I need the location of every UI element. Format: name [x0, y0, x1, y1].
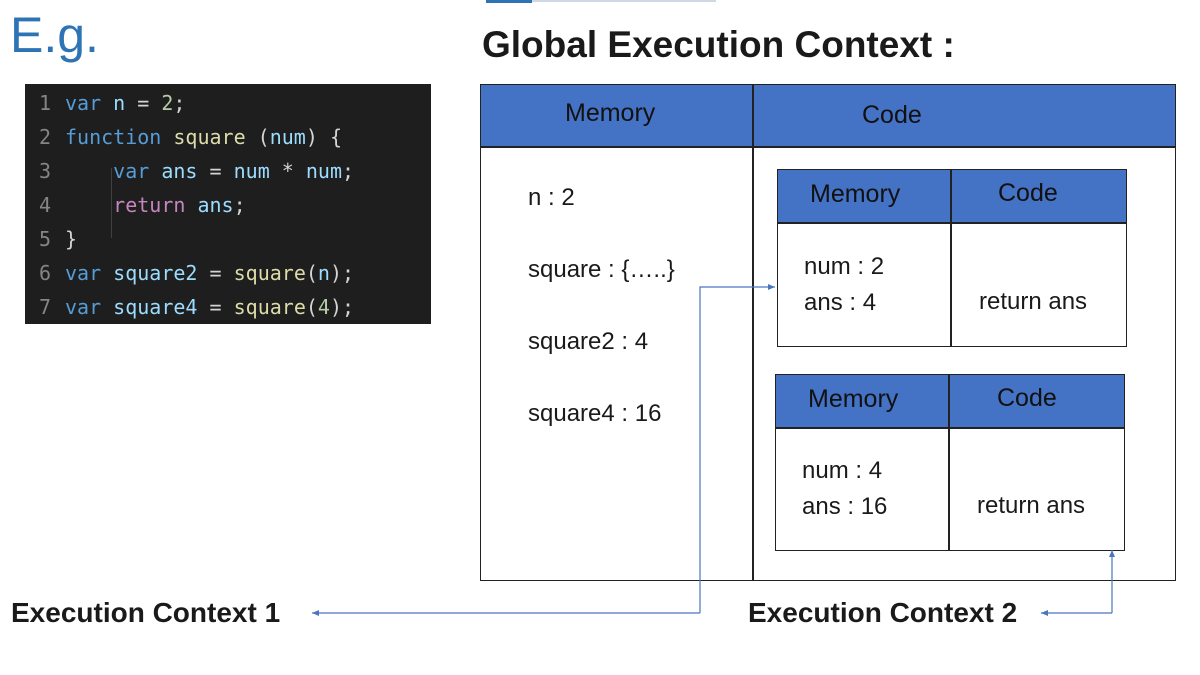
code-line-3: 3 var ans = num * num; — [25, 154, 354, 188]
identifier-token: num — [269, 125, 306, 149]
identifier-token: ans — [161, 159, 198, 183]
line-number: 5 — [38, 227, 52, 251]
line-number: 1 — [38, 91, 52, 115]
diagram-title: Global Execution Context : — [482, 24, 955, 65]
line-number: 3 — [38, 159, 52, 183]
punct-token: ( — [305, 261, 318, 285]
punct-token: ( — [305, 295, 318, 319]
keyword-token: var — [65, 91, 102, 115]
code-line-6: 6 var square2 = square(n); — [25, 256, 354, 290]
punct-token: ) — [329, 295, 342, 319]
context-2-code-text: return ans — [977, 492, 1086, 519]
identifier-token: n — [317, 261, 330, 285]
context-1-memory-item: ans : 4 — [804, 289, 877, 316]
code-line-4: 4 return ans; — [25, 188, 246, 222]
global-memory-item: square2 : 4 — [528, 328, 649, 355]
global-memory-item: n : 2 — [528, 184, 575, 211]
global-memory-item: square4 : 16 — [528, 400, 662, 427]
arrow-to-context-1 — [699, 284, 775, 613]
code-line-1: 1 var n = 2; — [25, 86, 185, 120]
execution-context-1-label: Execution Context 1 — [11, 597, 281, 628]
operator-token: = — [137, 91, 150, 115]
function-name-token: square — [233, 261, 306, 285]
punct-token: { — [329, 125, 342, 149]
punct-token: ) — [305, 125, 318, 149]
punct-token: ; — [342, 295, 355, 319]
context-2-memory-item: num : 4 — [802, 457, 883, 484]
top-decoration-accent — [486, 0, 532, 3]
context-1-header-bar — [778, 170, 1126, 222]
context-1-memory-item: num : 2 — [804, 253, 885, 280]
punct-token: ; — [173, 91, 186, 115]
context-2-code-header: Code — [997, 384, 1057, 412]
context-1-memory-header: Memory — [810, 180, 901, 208]
context-2-header-divider — [775, 427, 1125, 429]
number-token: 2 — [161, 91, 174, 115]
context-2-memory-header: Memory — [808, 385, 899, 413]
context-2-column-divider — [948, 374, 950, 551]
keyword-token: var — [65, 295, 102, 319]
context-1-code-text: return ans — [979, 288, 1088, 315]
operator-token: * — [281, 159, 294, 183]
identifier-token: square2 — [113, 261, 198, 285]
top-decoration-line — [486, 0, 716, 2]
context-1-header-divider — [777, 222, 1127, 224]
global-header-bar — [481, 85, 1175, 147]
keyword-token: var — [113, 159, 150, 183]
context-1-code-header: Code — [998, 179, 1058, 207]
global-memory-header: Memory — [565, 99, 656, 127]
code-line-2: 2 function square (num) { — [25, 120, 342, 154]
identifier-token: ans — [197, 193, 234, 217]
keyword-token: return — [113, 193, 186, 217]
context-2-memory-item: ans : 16 — [802, 493, 888, 520]
identifier-token: num — [233, 159, 270, 183]
line-number: 2 — [38, 125, 52, 149]
line-number: 6 — [38, 261, 52, 285]
code-line-5: 5} — [25, 222, 77, 256]
operator-token: = — [209, 261, 222, 285]
global-code-header: Code — [862, 101, 922, 129]
context-2-header-bar — [776, 375, 1124, 427]
keyword-token: var — [65, 261, 102, 285]
keyword-token: function — [65, 125, 162, 149]
identifier-token: square4 — [113, 295, 198, 319]
punct-token: } — [65, 227, 78, 251]
line-number: 4 — [38, 193, 52, 217]
punct-token: ) — [329, 261, 342, 285]
global-header-divider — [480, 146, 1176, 148]
punct-token: ( — [257, 125, 270, 149]
identifier-token: n — [113, 91, 126, 115]
code-line-7: 7 var square4 = square(4); — [25, 290, 354, 324]
identifier-token: num — [305, 159, 342, 183]
execution-context-2-label: Execution Context 2 — [748, 597, 1018, 628]
number-token: 4 — [317, 295, 330, 319]
global-memory-item: square : {…..} — [528, 256, 675, 283]
punct-token: ; — [342, 159, 355, 183]
indent-guide — [111, 168, 112, 238]
punct-token: ; — [233, 193, 246, 217]
context-1-column-divider — [950, 169, 952, 347]
punct-token: ; — [342, 261, 355, 285]
function-name-token: square — [233, 295, 306, 319]
operator-token: = — [209, 159, 222, 183]
global-column-divider — [752, 84, 754, 581]
operator-token: = — [209, 295, 222, 319]
example-heading: E.g. — [10, 7, 99, 63]
line-number: 7 — [38, 295, 52, 319]
function-name-token: square — [173, 125, 246, 149]
